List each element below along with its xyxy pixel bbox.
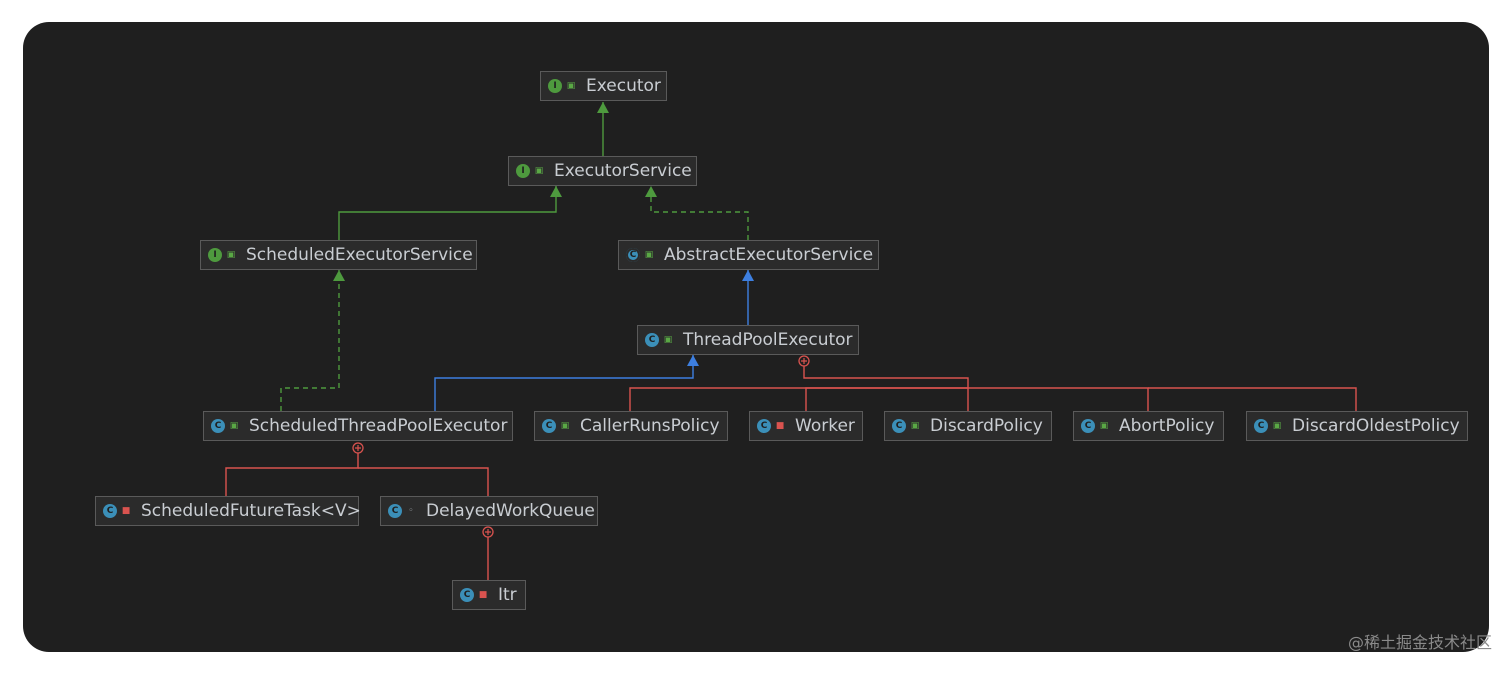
node-label: ScheduledThreadPoolExecutor	[249, 416, 508, 436]
edge-scheduledthreadpoolexecutor-to-scheduledfuturetask	[225, 447, 359, 496]
class-icon: C	[460, 588, 474, 602]
arrowhead-scheduledexecutorservice-to-executorservice	[550, 186, 562, 197]
private-icon: ■	[775, 421, 785, 431]
node-executor[interactable]: I ▣ Executor	[540, 71, 667, 101]
class-icon: C	[211, 419, 225, 433]
diagram-canvas: I ▣ Executor I ▣ ExecutorService I ▣ Sch…	[23, 22, 1489, 652]
edge-scheduledthreadpoolexecutor-to-threadpoolexecutor	[434, 355, 694, 411]
interface-icon: I	[548, 79, 562, 93]
node-label: DiscardPolicy	[930, 416, 1043, 436]
node-label: DelayedWorkQueue	[426, 501, 595, 521]
node-worker[interactable]: C ■ Worker	[749, 411, 863, 441]
public-icon: ▣	[534, 166, 544, 176]
node-label: ThreadPoolExecutor	[683, 330, 853, 350]
arrowhead-threadpoolexecutor-to-abstractexecutorservice	[742, 270, 754, 281]
package-icon: ◦	[408, 506, 414, 516]
node-label: ScheduledFutureTask<V>	[141, 501, 361, 521]
node-label: ScheduledExecutorService	[246, 245, 473, 265]
arrowhead-abstractexecutorservice-to-executorservice	[645, 186, 657, 197]
private-icon: ■	[121, 506, 131, 516]
node-delayedworkqueue[interactable]: C ◦ DelayedWorkQueue	[380, 496, 598, 526]
node-label: AbstractExecutorService	[664, 245, 874, 265]
edge-threadpoolexecutor-to-worker	[805, 387, 968, 411]
node-scheduledexecutorservice[interactable]: I ▣ ScheduledExecutorService	[200, 240, 477, 270]
watermark: @稀土掘金技术社区	[1347, 633, 1492, 652]
static-class-icon: C	[1081, 419, 1095, 433]
edge-threadpoolexecutor-to-discardoldestpolicy	[1148, 387, 1357, 411]
edge-scheduledthreadpoolexecutor-to-scheduledexecutorservice	[280, 270, 340, 411]
interface-icon: I	[516, 164, 530, 178]
arrowhead-scheduledthreadpoolexecutor-to-scheduledexecutorservice	[333, 270, 345, 281]
edge-threadpoolexecutor-to-callerrunspolicy	[629, 361, 969, 411]
public-icon: ▣	[226, 250, 236, 260]
node-label: Itr	[498, 585, 517, 605]
node-label: DiscardOldestPolicy	[1292, 416, 1460, 436]
edge-layer	[225, 102, 1357, 580]
public-icon: ▣	[663, 335, 673, 345]
interface-icon: I	[208, 248, 222, 262]
class-icon: C	[645, 333, 659, 347]
node-discardpolicy[interactable]: C ▣ DiscardPolicy	[884, 411, 1052, 441]
public-icon: ▣	[644, 250, 654, 260]
inner-class-plus-scheduledthreadpoolexecutor	[355, 445, 361, 451]
private-icon: ■	[478, 590, 488, 600]
static-class-icon: C	[892, 419, 906, 433]
arrowhead-executorservice-to-executor	[597, 102, 609, 113]
node-label: Worker	[795, 416, 855, 436]
node-label: CallerRunsPolicy	[580, 416, 720, 436]
node-discardoldestpolicy[interactable]: C ▣ DiscardOldestPolicy	[1246, 411, 1468, 441]
inner-class-plus-threadpoolexecutor	[801, 358, 807, 364]
public-icon: ▣	[1099, 421, 1109, 431]
edge-scheduledexecutorservice-to-executorservice	[338, 186, 557, 240]
edge-abstractexecutorservice-to-executorservice	[650, 186, 749, 240]
node-executorservice[interactable]: I ▣ ExecutorService	[508, 156, 697, 186]
public-icon: ▣	[910, 421, 920, 431]
node-abortpolicy[interactable]: C ▣ AbortPolicy	[1073, 411, 1224, 441]
public-icon: ▣	[1272, 421, 1282, 431]
inner-class-plus-delayedworkqueue	[485, 529, 491, 535]
class-icon: C	[103, 504, 117, 518]
node-callerrunspolicy[interactable]: C ▣ CallerRunsPolicy	[534, 411, 728, 441]
node-abstractexecutorservice[interactable]: C ▣ AbstractExecutorService	[618, 240, 879, 270]
static-class-icon: C	[542, 419, 556, 433]
edge-threadpoolexecutor-to-abortpolicy	[968, 387, 1149, 411]
node-label: AbortPolicy	[1119, 416, 1215, 436]
abstract-class-icon: C	[626, 248, 640, 262]
node-itr[interactable]: C ■ Itr	[452, 580, 526, 610]
static-class-icon: C	[1254, 419, 1268, 433]
public-icon: ▣	[566, 81, 576, 91]
node-label: Executor	[586, 76, 661, 96]
class-icon: C	[757, 419, 771, 433]
node-threadpoolexecutor[interactable]: C ▣ ThreadPoolExecutor	[637, 325, 859, 355]
static-class-icon: C	[388, 504, 402, 518]
edge-scheduledthreadpoolexecutor-to-delayedworkqueue	[358, 467, 489, 496]
public-icon: ▣	[560, 421, 570, 431]
node-scheduledthreadpoolexecutor[interactable]: C ▣ ScheduledThreadPoolExecutor	[203, 411, 513, 441]
arrowhead-scheduledthreadpoolexecutor-to-threadpoolexecutor	[687, 355, 699, 366]
node-label: ExecutorService	[554, 161, 692, 181]
public-icon: ▣	[229, 421, 239, 431]
node-scheduledfuturetask[interactable]: C ■ ScheduledFutureTask<V>	[95, 496, 361, 526]
